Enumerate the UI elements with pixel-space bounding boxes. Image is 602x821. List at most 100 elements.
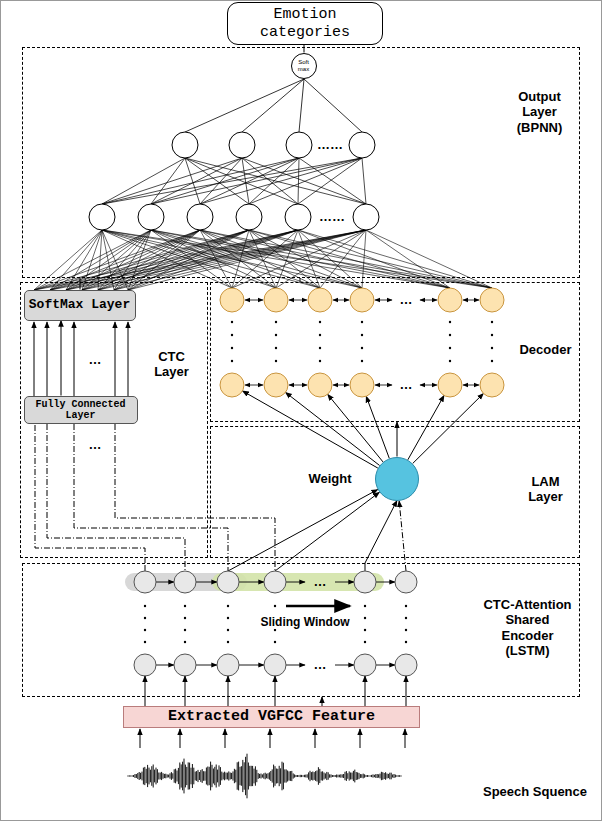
- vertical-dots: [364, 641, 366, 643]
- neuron-circle: [187, 204, 213, 230]
- recurrent-arrow: [335, 665, 354, 666]
- attention-line: [365, 563, 366, 571]
- vertical-dots: [364, 617, 366, 619]
- process-box: Fully Connected Layer: [24, 396, 138, 424]
- network-link: [366, 230, 450, 288]
- box-text: Emotion categories: [230, 6, 380, 42]
- region-label: CTC-Attention Shared Encoder (LSTM): [482, 596, 574, 658]
- network-link: [98, 230, 366, 290]
- network-link: [304, 79, 362, 132]
- vertical-dots: [184, 641, 186, 643]
- vertical-dots: [405, 641, 407, 643]
- lstm-cell: [264, 654, 286, 676]
- vertical-dots: [184, 617, 186, 619]
- bidirectional-arrow: [289, 300, 307, 301]
- vertical-dots: [231, 334, 233, 336]
- network-link: [200, 158, 242, 204]
- decoder-cell: [480, 373, 504, 397]
- vertical-dots: [364, 629, 366, 631]
- network-link: [276, 230, 366, 288]
- bidirectional-arrow: [420, 300, 437, 301]
- neuron-circle: [229, 132, 255, 158]
- input-arrow: [270, 729, 271, 748]
- bidirectional-arrow: [463, 385, 479, 386]
- neuron-circle: [172, 132, 198, 158]
- network-link: [98, 230, 298, 290]
- vertical-dots: [275, 321, 277, 323]
- vertical-dots: [319, 334, 321, 336]
- annotation-label: Speech Squence: [483, 784, 587, 800]
- bidirectional-arrow: [245, 300, 263, 301]
- vertical-dots: [491, 360, 493, 362]
- vertical-dots: [449, 321, 451, 323]
- vertical-dots: [361, 334, 363, 336]
- bidirectional-arrow: [375, 385, 392, 386]
- vertical-dots: [144, 641, 146, 643]
- decoder-cell: [308, 373, 332, 397]
- vertical-dots: [144, 605, 146, 607]
- network-link: [128, 230, 366, 290]
- decoder-cell: [350, 373, 374, 397]
- vertical-dots: [491, 334, 493, 336]
- ellipsis-mark: ……: [317, 137, 343, 153]
- input-arrow: [406, 676, 407, 706]
- ellipsis-mark: …: [89, 437, 102, 453]
- attention-arrow: [228, 490, 378, 571]
- dashdot-line: [115, 424, 275, 571]
- decoder-cell: [308, 288, 332, 312]
- circle-text: Soft max: [296, 59, 312, 72]
- box-text: Extracted VGFCC Feature: [168, 709, 375, 726]
- neuron-circle: [285, 204, 311, 230]
- network-link: [362, 230, 366, 288]
- neuron-circle: [236, 204, 262, 230]
- network-link: [200, 158, 299, 204]
- input-arrow: [225, 729, 226, 748]
- network-link: [66, 230, 298, 290]
- network-link: [102, 158, 362, 204]
- network-link: [298, 158, 299, 204]
- input-arrow: [275, 676, 276, 706]
- vertical-dots: [227, 629, 229, 631]
- recurrent-arrow: [156, 582, 174, 583]
- network-link: [185, 158, 249, 204]
- network-link: [34, 230, 102, 290]
- vertical-dots: [231, 321, 233, 323]
- input-arrow: [365, 676, 366, 706]
- layer-region: CTC LayerSoftMax LayerFully Connected La…: [20, 282, 208, 558]
- layer-region: LAM LayerWeight: [210, 426, 580, 558]
- network-link: [102, 158, 299, 204]
- ctc-arrow: [34, 322, 35, 396]
- vertical-dots: [184, 629, 186, 631]
- vertical-dots: [491, 321, 493, 323]
- attention-arrow: [413, 393, 484, 463]
- connector: [80, 278, 81, 290]
- speech-waveform: [128, 754, 401, 799]
- ellipsis-mark: …: [314, 657, 327, 673]
- recurrent-arrow: [239, 582, 264, 583]
- decoder-cell: [480, 288, 504, 312]
- recurrent-arrow: [286, 665, 305, 666]
- attention-arrow: [275, 492, 379, 571]
- vertical-dots: [319, 347, 321, 349]
- network-link: [50, 230, 366, 290]
- annotation-label: Sliding Window: [258, 615, 351, 629]
- ctc-arrow: [74, 322, 75, 396]
- vertical-dots: [319, 360, 321, 362]
- decoder-cell: [264, 373, 288, 397]
- ellipsis-mark: ……: [319, 209, 345, 225]
- vertical-dots: [144, 629, 146, 631]
- box-text: Fully Connected Layer: [27, 399, 135, 421]
- region-label: CTC Layer: [144, 349, 200, 380]
- feature-box: Extracted VGFCC Feature: [123, 706, 420, 728]
- ctc-arrow: [47, 322, 48, 396]
- network-link: [299, 79, 304, 132]
- network-link: [362, 158, 366, 204]
- neuron-circle: [286, 132, 312, 158]
- vertical-dots: [227, 641, 229, 643]
- network-link: [185, 158, 200, 204]
- recurrent-arrow: [239, 665, 264, 666]
- bidirectional-arrow: [463, 300, 479, 301]
- vertical-dots: [184, 605, 186, 607]
- network-link: [298, 158, 362, 204]
- recurrent-arrow: [196, 582, 217, 583]
